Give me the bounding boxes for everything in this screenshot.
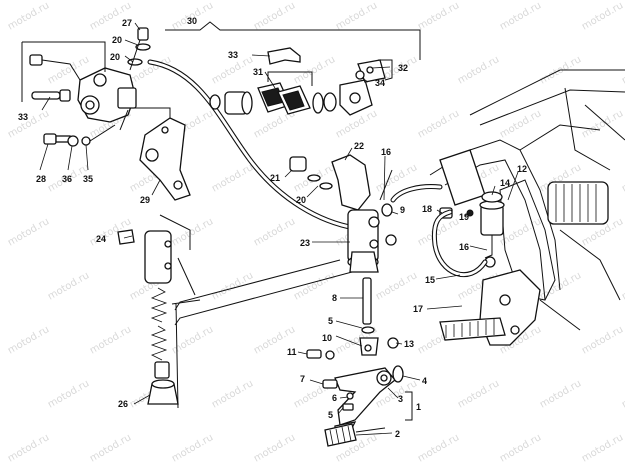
callout-31: 31 [253, 67, 263, 77]
callout-24: 24 [96, 234, 106, 244]
callout-16-top: 16 [381, 147, 391, 157]
callout-9: 9 [400, 205, 405, 215]
callout-6: 6 [332, 393, 337, 403]
callout-32: 32 [398, 63, 408, 73]
callout-20-lower: 20 [296, 195, 306, 205]
callout-1: 1 [416, 402, 421, 412]
callout-17: 17 [413, 304, 423, 314]
watermark-text: motod.ru [580, 432, 625, 464]
watermark-layer: motod.ru motod.ru motod.ru motod.ru motod.ru… [6, 0, 625, 464]
callout-29: 29 [140, 195, 150, 205]
callout-11: 11 [287, 347, 297, 357]
callout-3: 3 [398, 394, 403, 404]
watermark-text: motod.ru [6, 216, 51, 248]
callout-23: 23 [300, 238, 310, 248]
master-cylinder [289, 154, 397, 273]
watermark-text: motod.ru [210, 270, 255, 302]
watermark-text: motod.ru [580, 324, 625, 356]
watermark-text: motod.ru [498, 432, 543, 464]
watermark-text: motod.ru [620, 162, 625, 194]
watermark-text: motod.ru [456, 378, 501, 410]
watermark-text: motod.ru [252, 0, 297, 32]
callout-14: 14 [500, 178, 510, 188]
watermark-text: motod.ru [374, 270, 419, 302]
callout-20-top: 20 [112, 35, 122, 45]
watermark-text: motod.ru [416, 432, 461, 464]
watermark-text: motod.ru [46, 378, 91, 410]
bracket-30 [165, 21, 421, 60]
brake-pedal [322, 365, 413, 447]
callout-27: 27 [122, 18, 132, 28]
footrest-bracket [439, 269, 541, 346]
callout-5-lower: 5 [328, 410, 333, 420]
brake-caliper [21, 27, 151, 147]
callout-5-upper: 5 [328, 316, 333, 326]
watermark-text: motod.ru [620, 270, 625, 302]
reservoir-detail [117, 214, 353, 409]
watermark-text: motod.ru [6, 0, 51, 32]
callout-18: 18 [422, 204, 432, 214]
callout-2: 2 [395, 429, 400, 439]
callout-8: 8 [332, 293, 337, 303]
fluid-reservoir [439, 191, 505, 268]
watermark-text: motod.ru [580, 108, 625, 140]
watermark-text: motod.ru [210, 378, 255, 410]
watermark-text: motod.ru [252, 432, 297, 464]
watermark-text: motod.ru [416, 0, 461, 32]
callout-10: 10 [322, 333, 332, 343]
watermark-text: motod.ru [6, 324, 51, 356]
callout-19: 19 [459, 212, 469, 222]
callout-33-pin: 33 [18, 112, 28, 122]
callout-22: 22 [354, 141, 364, 151]
watermark-text: motod.ru [6, 432, 51, 464]
watermark-text: motod.ru [334, 108, 379, 140]
watermark-text: motod.ru [416, 108, 461, 140]
watermark-text: motod.ru [88, 432, 133, 464]
watermark-text: motod.ru [580, 0, 625, 32]
frame-drawing [429, 69, 625, 331]
callout-34: 34 [375, 78, 385, 88]
caliper-bracket [135, 107, 191, 201]
leader-lines [39, 22, 519, 436]
watermark-text: motod.ru [620, 378, 625, 410]
watermark-text: motod.ru [498, 0, 543, 32]
callout-13: 13 [404, 339, 414, 349]
watermark-text: motod.ru [538, 378, 583, 410]
callout-30: 30 [187, 16, 197, 26]
callout-4: 4 [422, 376, 427, 386]
callout-26: 26 [118, 399, 128, 409]
callout-28: 28 [36, 174, 46, 184]
callout-12: 12 [517, 164, 527, 174]
watermark-text: motod.ru [210, 162, 255, 194]
callout-15: 15 [425, 275, 435, 285]
callout-35: 35 [83, 174, 93, 184]
watermark-text: motod.ru [498, 108, 543, 140]
callout-20-mid: 20 [110, 52, 120, 62]
watermark-text: motod.ru [46, 270, 91, 302]
callout-16-lower: 16 [459, 242, 469, 252]
callout-36: 36 [62, 174, 72, 184]
watermark-text: motod.ru [334, 0, 379, 32]
watermark-text: motod.ru [252, 216, 297, 248]
watermark-text: motod.ru [170, 216, 215, 248]
callout-7: 7 [300, 374, 305, 384]
watermark-text: motod.ru [456, 54, 501, 86]
watermark-text: motod.ru [170, 432, 215, 464]
callout-labels: 27 20 20 30 33 31 32 34 33 28 36 35 29 2… [18, 16, 527, 439]
callout-33-pad-spring: 33 [228, 50, 238, 60]
callout-21: 21 [270, 173, 280, 183]
watermark-text: motod.ru [88, 324, 133, 356]
